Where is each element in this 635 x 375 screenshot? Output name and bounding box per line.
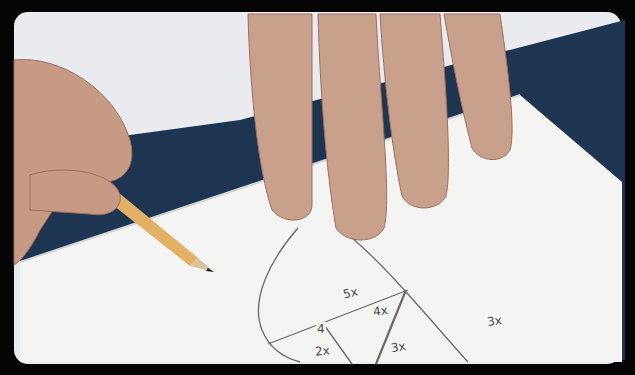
left-hand bbox=[14, 60, 132, 265]
sketch-curve bbox=[258, 228, 300, 362]
finger bbox=[380, 14, 448, 208]
finger bbox=[318, 14, 387, 240]
finger bbox=[444, 14, 512, 160]
handwritten-label: 4 bbox=[316, 322, 326, 336]
pencil-tip bbox=[190, 258, 214, 272]
photo-content bbox=[14, 12, 625, 364]
handwritten-label: 2x bbox=[313, 343, 331, 359]
sketch-line bbox=[352, 238, 468, 362]
finger bbox=[248, 14, 312, 220]
handwritten-label: 3x bbox=[389, 339, 408, 356]
thumb bbox=[30, 170, 120, 215]
left-hand-shape bbox=[14, 60, 132, 265]
right-hand bbox=[248, 14, 512, 240]
pencil-sketch bbox=[258, 228, 468, 364]
handwritten-label: 3x bbox=[485, 313, 504, 329]
handwritten-label: 4x bbox=[371, 303, 390, 319]
pencil-lead bbox=[206, 268, 214, 272]
